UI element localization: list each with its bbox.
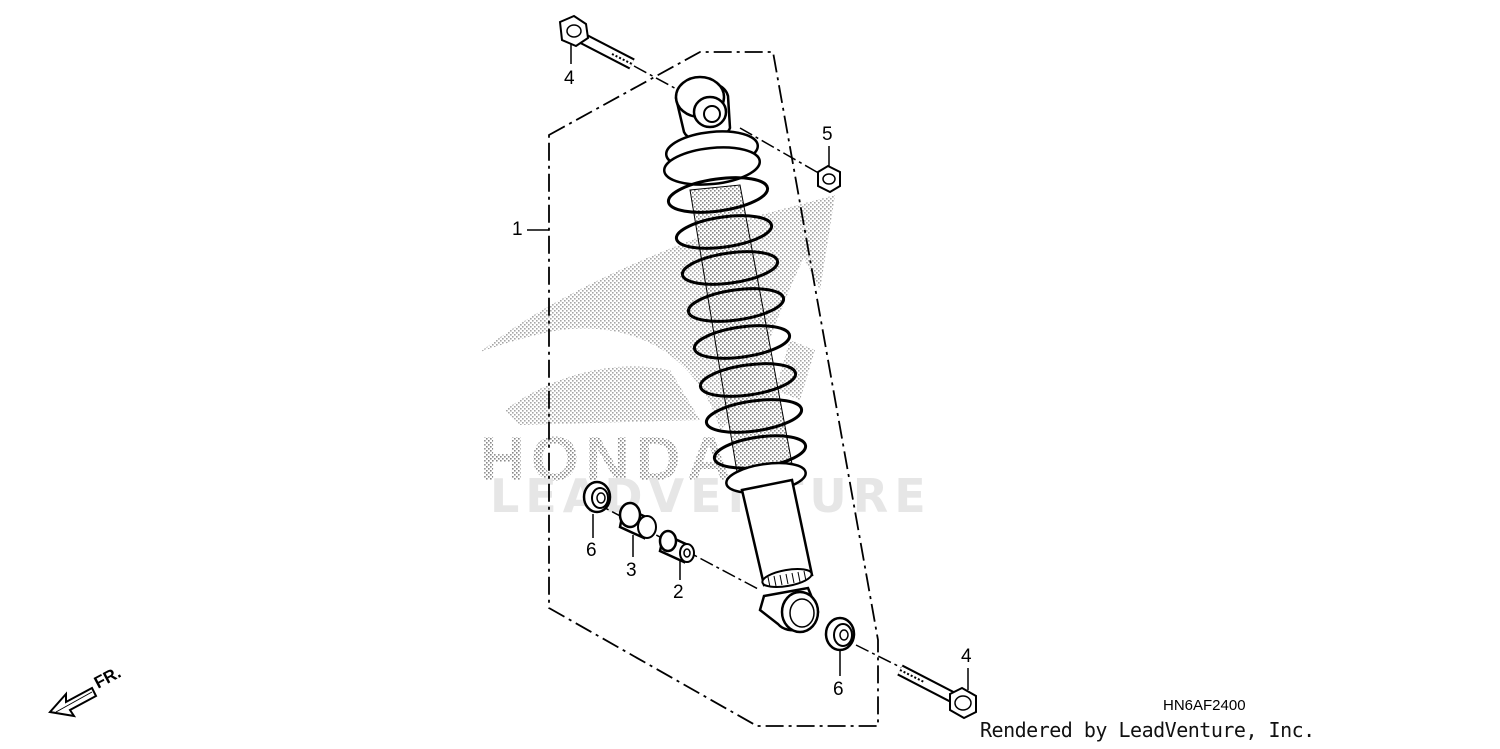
dust-seal-right: [824, 616, 856, 652]
callout-5: 5: [822, 124, 833, 145]
collar: [658, 529, 695, 564]
assembly-boundary: [548, 51, 879, 727]
nut: [817, 164, 841, 194]
upper-bolt: [558, 14, 635, 70]
callout-6-left: 6: [586, 540, 597, 561]
dust-seal-left: [582, 480, 612, 514]
front-direction-arrow: [48, 686, 98, 718]
callout-leaders: [527, 44, 969, 690]
diagram-code: HN6AF2400: [1163, 697, 1246, 714]
upper-axis-line-right: [739, 127, 823, 176]
credit-text: Rendered by LeadVenture, Inc.: [980, 718, 1315, 742]
callout-6-right: 6: [833, 679, 844, 700]
callout-1: 1: [512, 219, 523, 240]
upper-axis-line: [633, 65, 683, 93]
callout-3: 3: [626, 560, 637, 581]
callout-4-upper: 4: [564, 68, 575, 89]
lower-axis-line: [589, 499, 761, 591]
shock-absorber: [662, 75, 820, 634]
lower-axis-line-right: [855, 644, 911, 673]
callout-4-lower: 4: [961, 646, 972, 667]
leadventure-watermark-text: LEADVENTURE: [490, 469, 932, 523]
lower-bolt: [897, 664, 977, 720]
callout-2: 2: [673, 582, 684, 603]
honda-watermark-text: HONDA: [480, 425, 737, 494]
bushing: [618, 501, 657, 540]
